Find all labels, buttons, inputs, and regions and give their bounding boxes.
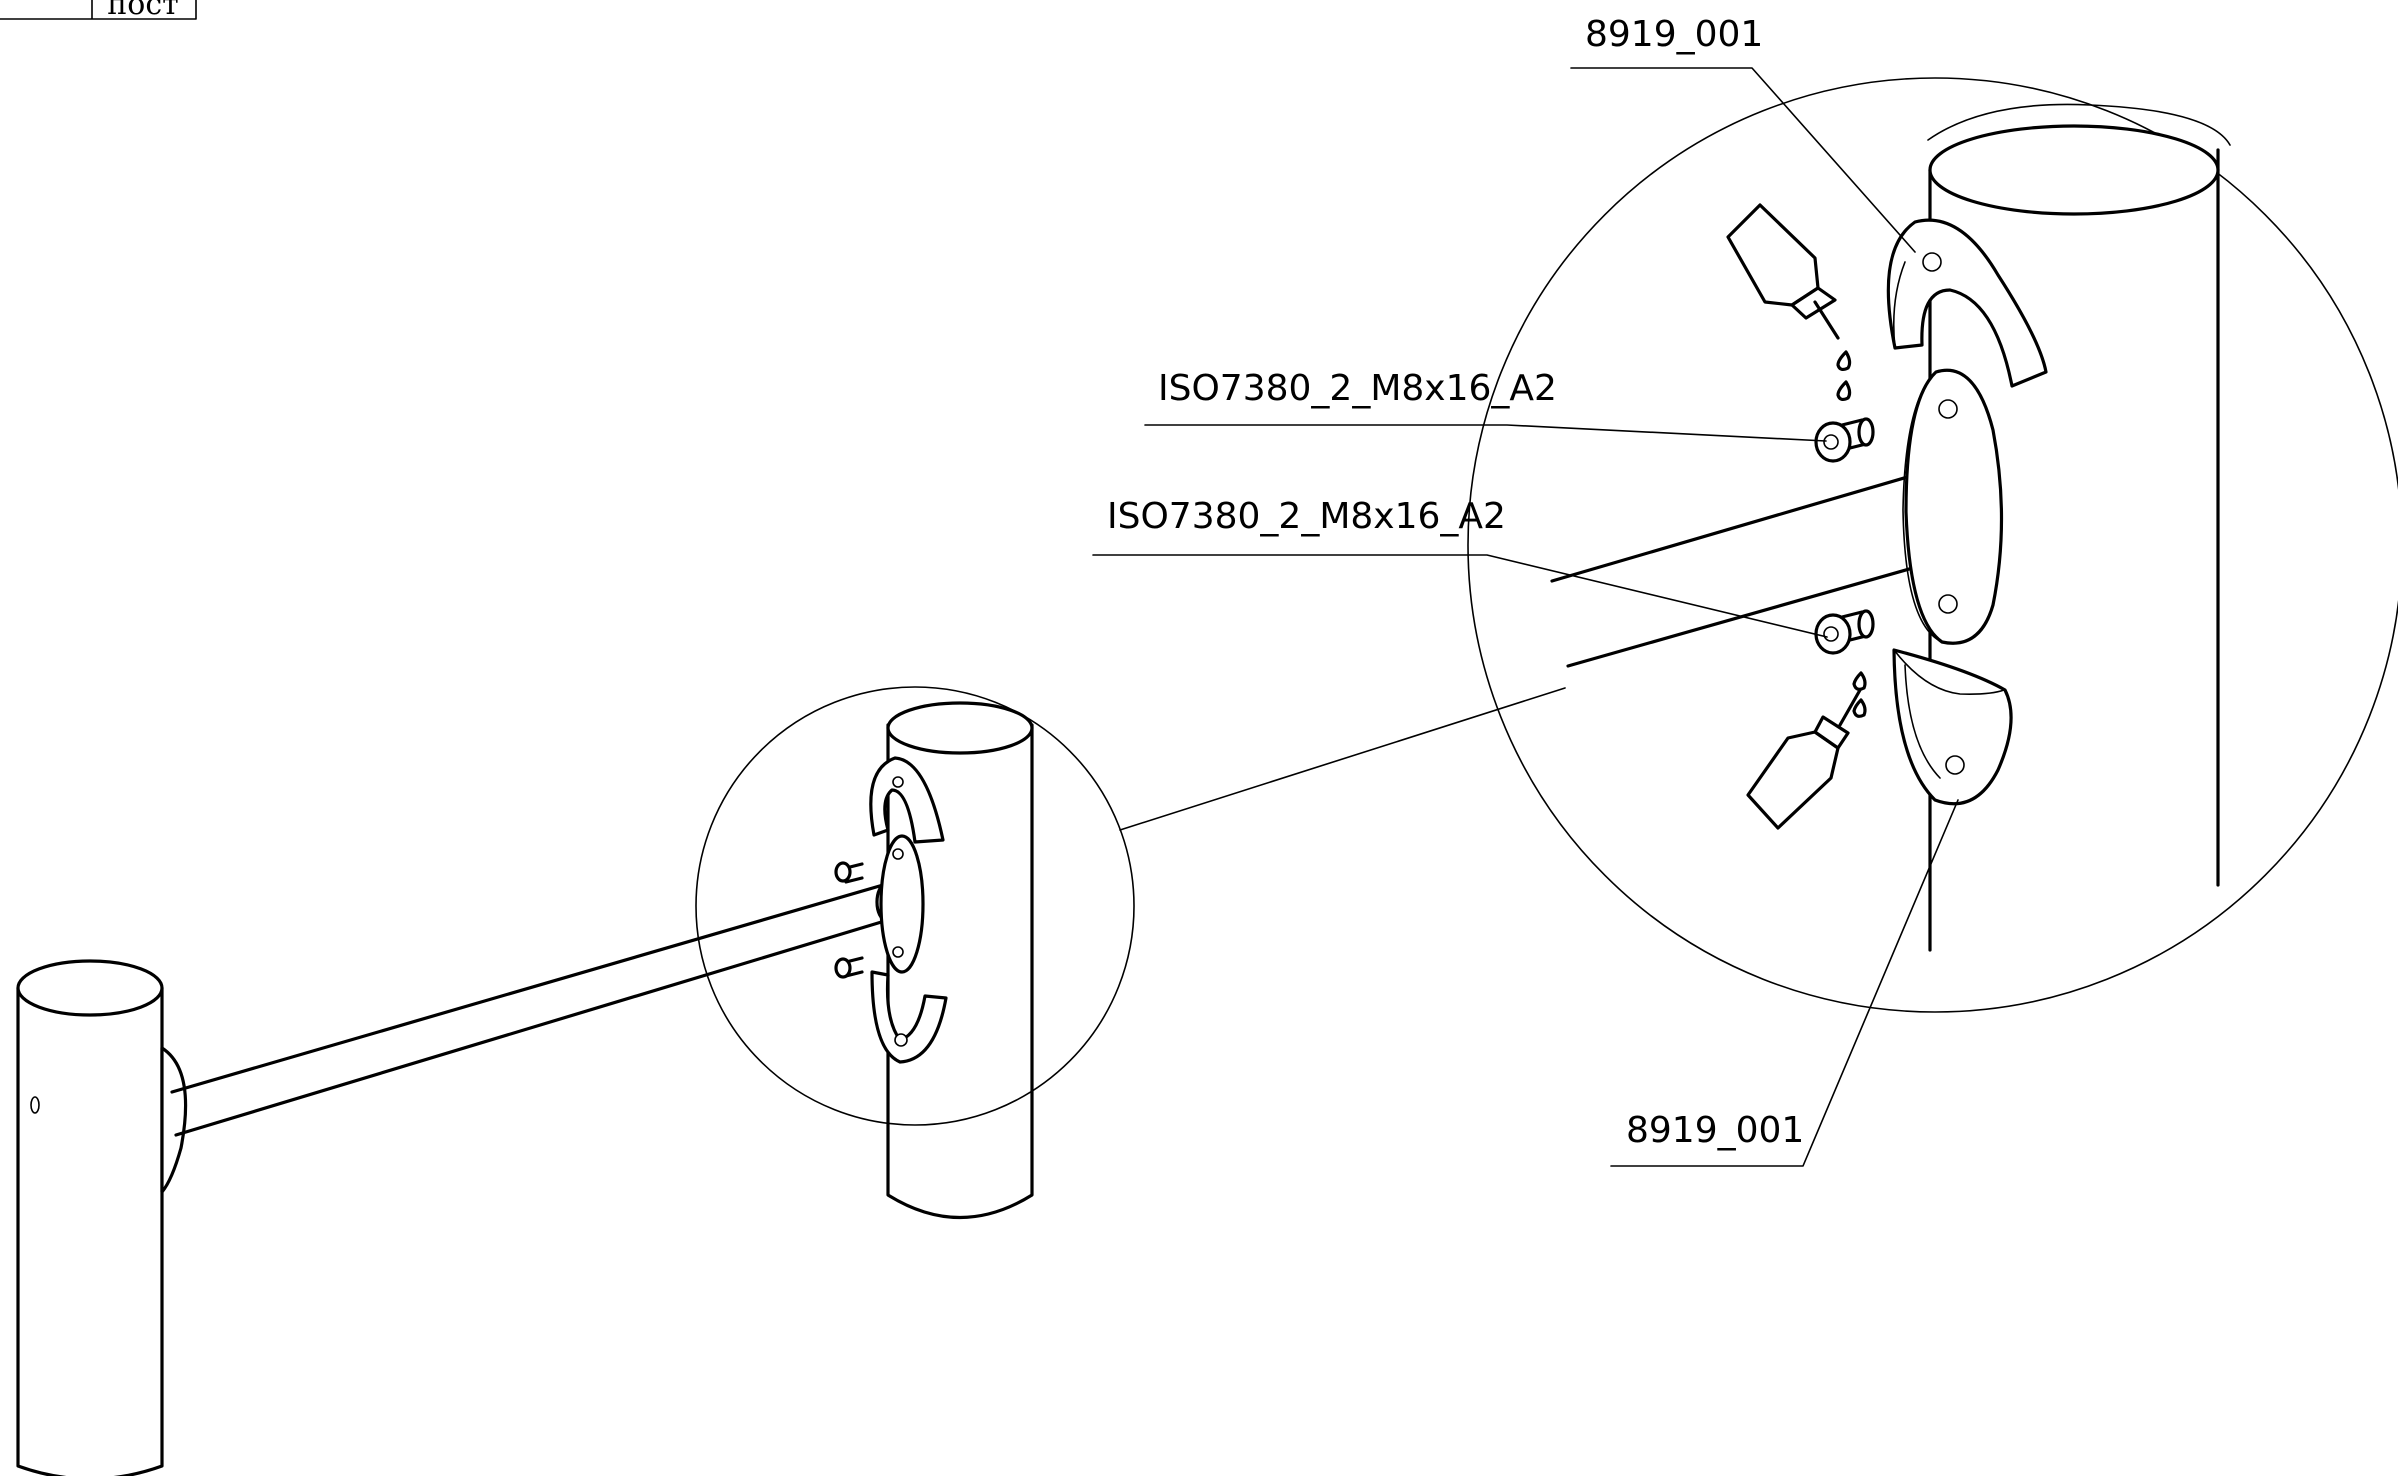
callout-bracket-top: 8919_001	[1570, 14, 1916, 253]
left-post	[16, 959, 188, 1476]
detail-circle-small	[695, 686, 1135, 1126]
right-post-overview	[834, 701, 1034, 1219]
detail-view	[1467, 77, 2398, 1013]
quantity-box: пост	[0, 0, 197, 22]
threadlocker-bottle-upper-icon	[1726, 203, 1852, 402]
quantity-box-text: пост	[107, 0, 178, 22]
detail-connector	[1119, 687, 1566, 831]
detail-screw-upper	[1814, 417, 1875, 463]
callout-screw-lower: ISO7380_2_M8x16_A2	[1092, 496, 1828, 638]
callout-bracket-bottom-label: 8919_001	[1626, 1110, 1804, 1151]
rail-tube	[170, 882, 897, 1137]
detail-bracket-lower	[1892, 648, 2013, 806]
detail-screw-lower	[1814, 609, 1875, 655]
screw-small-upper	[834, 861, 864, 884]
callout-screw-lower-label: ISO7380_2_M8x16_A2	[1107, 496, 1506, 537]
callout-bracket-bottom: 8919_001	[1610, 799, 1959, 1167]
detail-bracket-upper	[1886, 218, 2048, 388]
threadlocker-bottle-lower-icon	[1746, 671, 1867, 830]
detail-circle-large	[1467, 77, 2398, 1013]
callout-bracket-top-label: 8919_001	[1585, 14, 1763, 55]
callout-screw-upper-label: ISO7380_2_M8x16_A2	[1158, 368, 1557, 409]
screw-small-lower	[834, 956, 864, 979]
detail-flange-plate	[1902, 368, 2004, 645]
callout-screw-upper: ISO7380_2_M8x16_A2	[1144, 368, 1827, 442]
